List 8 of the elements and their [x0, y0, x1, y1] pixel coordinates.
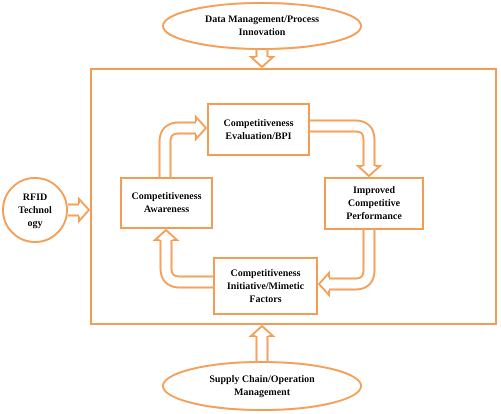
process-box: Improved Competitive Performance	[324, 177, 424, 230]
ellipse-node: Data Management/Process Innovation	[162, 2, 362, 50]
circle-node: RFID Technology	[2, 177, 68, 243]
process-box: Competitiveness Awareness	[120, 177, 213, 229]
process-box: Competitiveness Evaluation/BPI	[207, 103, 310, 156]
process-box: Competitiveness Initiative/Mimetic Factors	[213, 257, 318, 315]
ellipse-node: Supply Chain/Operation Management	[162, 361, 362, 411]
container-frame	[90, 68, 497, 325]
